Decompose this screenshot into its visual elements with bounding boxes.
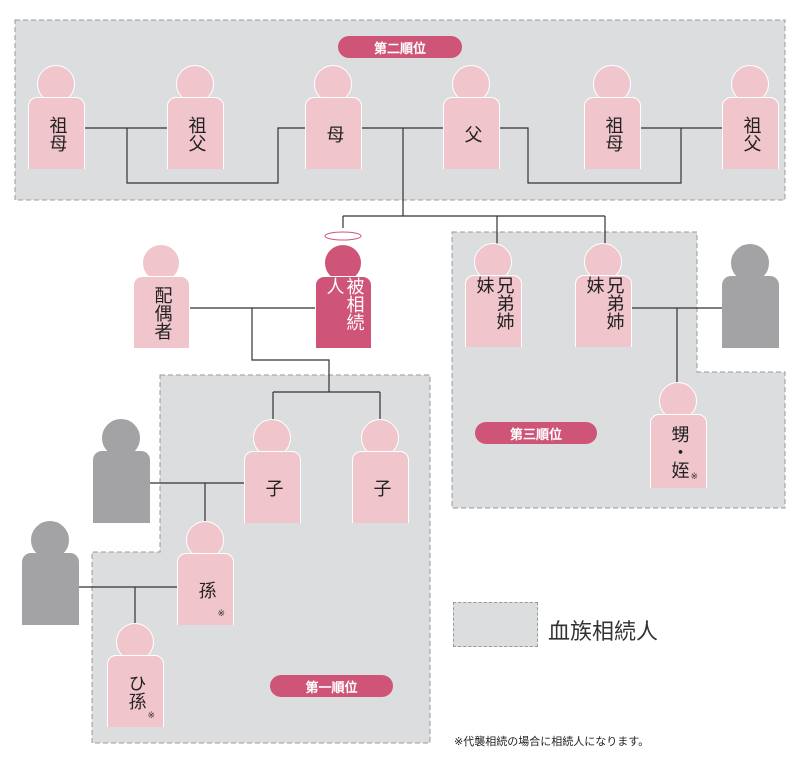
person-label: ひ孫 [125,673,147,710]
person-label: 甥・姪 [668,424,690,479]
person-icon-head [324,244,362,282]
person-label: 祖父 [740,115,762,152]
first-rank-area [91,374,431,744]
person-mother: 母 [305,65,362,169]
person-label: 祖母 [602,115,624,152]
note-mark: ※ [147,711,155,721]
person-label: 子 [262,478,284,497]
person-label: 母 [323,124,345,143]
person-icon-head [253,419,291,457]
person-icon-head [142,244,180,282]
person-label: 被相続人 [323,277,365,331]
person-label: 子 [370,478,392,497]
person-icon-head [102,419,140,457]
person-grandchild-spouse [22,521,79,625]
person-label: 父 [461,124,483,143]
person-decedent: 被相続人 [315,244,372,348]
halo-icon [324,231,362,241]
person-icon-head [361,419,399,457]
person-icon-head [731,65,769,103]
person-label: 祖母 [46,115,68,152]
legend-label: 血族相続人 [548,620,659,645]
person-grandfather-paternal: 祖父 [167,65,224,169]
note-mark: ※ [690,472,698,482]
person-icon-head [452,65,490,103]
person-label: 兄弟姉妹 [473,276,515,330]
person-nephew-niece: 甥・姪※ [650,382,707,488]
note-mark: ※ [217,609,225,619]
person-spouse: 配偶者 [133,244,190,348]
person-sibling-1: 兄弟姉妹 [465,243,522,347]
person-icon-head [31,521,69,559]
footnote: ※代襲相続の場合に相続人になります。 [454,735,650,748]
person-sibling-spouse [722,244,779,348]
legend-swatch [453,602,538,647]
person-child-spouse [93,419,150,523]
connector-lines [78,127,722,625]
third-rank-label: 第三順位 [475,422,597,444]
person-father: 父 [443,65,500,169]
person-grandmother-maternal: 祖母 [584,65,641,169]
person-icon-head [731,244,769,282]
second-rank-label: 第二順位 [338,36,462,58]
person-icon-head [176,65,214,103]
person-grandmother-paternal: 祖母 [28,65,85,169]
person-grandfather-maternal: 祖父 [722,65,779,169]
first-rank-label: 第一順位 [270,675,393,697]
person-label: 孫 [195,580,217,599]
person-icon-head [37,65,75,103]
person-label: 祖父 [185,115,207,152]
person-icon-head [584,243,622,281]
person-sibling-2: 兄弟姉妹 [575,243,632,347]
person-label: 兄弟姉妹 [583,276,625,330]
person-child-2: 子 [352,419,409,523]
person-label: 配偶者 [151,285,173,340]
person-child-1: 子 [244,419,301,523]
person-great-grandchild: ひ孫※ [107,623,164,727]
person-icon-head [659,382,697,420]
person-grandchild: 孫※ [177,521,234,625]
